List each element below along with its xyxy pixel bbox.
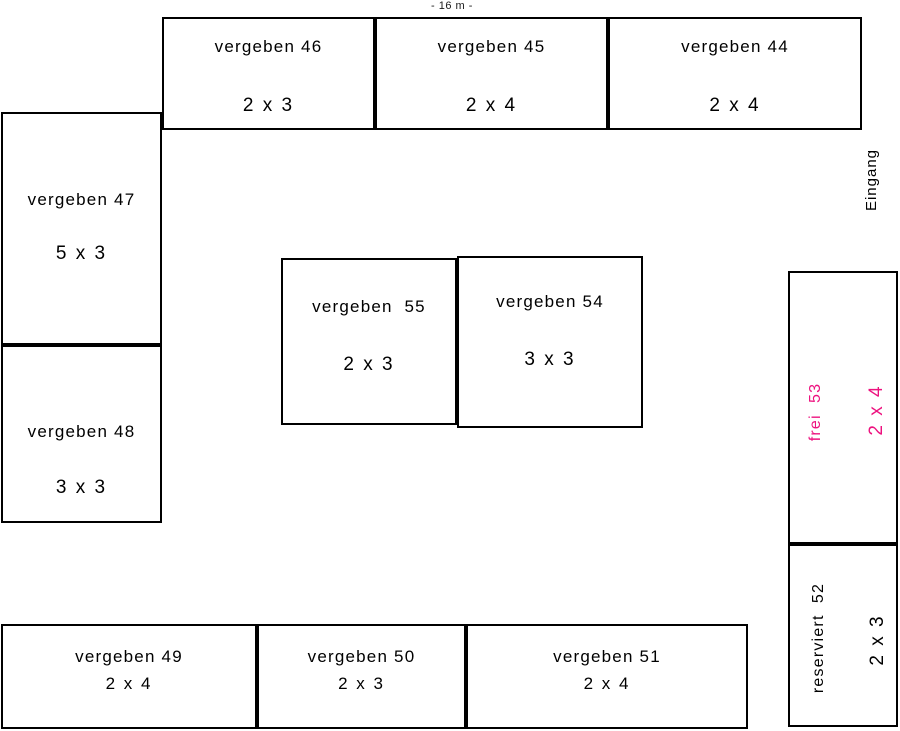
booth-52[interactable]: reserviert 52 2 x 3 bbox=[788, 544, 898, 727]
booth-55[interactable]: vergeben 55 2 x 3 bbox=[281, 258, 457, 425]
booth-53-size: 2 x 4 bbox=[866, 384, 887, 436]
dimension-top-label: - 16 m - bbox=[431, 0, 473, 12]
booth-45[interactable]: vergeben 45 2 x 4 bbox=[375, 17, 608, 130]
entrance-label: Eingang bbox=[863, 148, 880, 212]
booth-48[interactable]: vergeben 48 3 x 3 bbox=[1, 345, 162, 523]
booth-50-name: vergeben 50 bbox=[307, 647, 416, 666]
booth-51-size: 2 x 4 bbox=[583, 674, 631, 693]
booth-50[interactable]: vergeben 50 2 x 3 bbox=[257, 624, 466, 729]
booth-44-size: 2 x 4 bbox=[709, 95, 761, 116]
booth-53-name: frei 53 bbox=[807, 382, 824, 442]
booth-47[interactable]: vergeben 47 5 x 3 bbox=[1, 112, 162, 345]
booth-53[interactable]: frei 53 2 x 4 bbox=[788, 271, 898, 544]
booth-51-name: vergeben 51 bbox=[553, 647, 661, 666]
booth-49[interactable]: vergeben 49 2 x 4 bbox=[1, 624, 257, 729]
booth-55-name: vergeben 55 bbox=[312, 297, 426, 316]
booth-46-name: vergeben 46 bbox=[214, 37, 323, 56]
booth-52-name: reserviert 52 bbox=[810, 582, 827, 694]
booth-55-size: 2 x 3 bbox=[343, 354, 395, 375]
booth-48-name: vergeben 48 bbox=[27, 422, 136, 441]
booth-48-size: 3 x 3 bbox=[55, 477, 108, 498]
booth-46[interactable]: vergeben 46 2 x 3 bbox=[162, 17, 375, 130]
booth-54-size: 3 x 3 bbox=[524, 349, 576, 370]
booth-47-size: 5 x 3 bbox=[55, 243, 108, 264]
booth-44-name: vergeben 44 bbox=[681, 37, 789, 56]
booth-54-name: vergeben 54 bbox=[496, 292, 604, 311]
booth-51[interactable]: vergeben 51 2 x 4 bbox=[466, 624, 748, 729]
booth-45-size: 2 x 4 bbox=[465, 95, 518, 116]
booth-46-size: 2 x 3 bbox=[242, 95, 295, 116]
booth-49-name: vergeben 49 bbox=[75, 647, 183, 666]
booth-54[interactable]: vergeben 54 3 x 3 bbox=[457, 256, 643, 428]
booth-44[interactable]: vergeben 44 2 x 4 bbox=[608, 17, 862, 130]
booth-47-name: vergeben 47 bbox=[27, 190, 136, 209]
booth-52-size: 2 x 3 bbox=[867, 614, 888, 666]
booth-45-name: vergeben 45 bbox=[437, 37, 546, 56]
booth-50-size: 2 x 3 bbox=[338, 674, 385, 693]
booth-49-size: 2 x 4 bbox=[105, 674, 153, 693]
